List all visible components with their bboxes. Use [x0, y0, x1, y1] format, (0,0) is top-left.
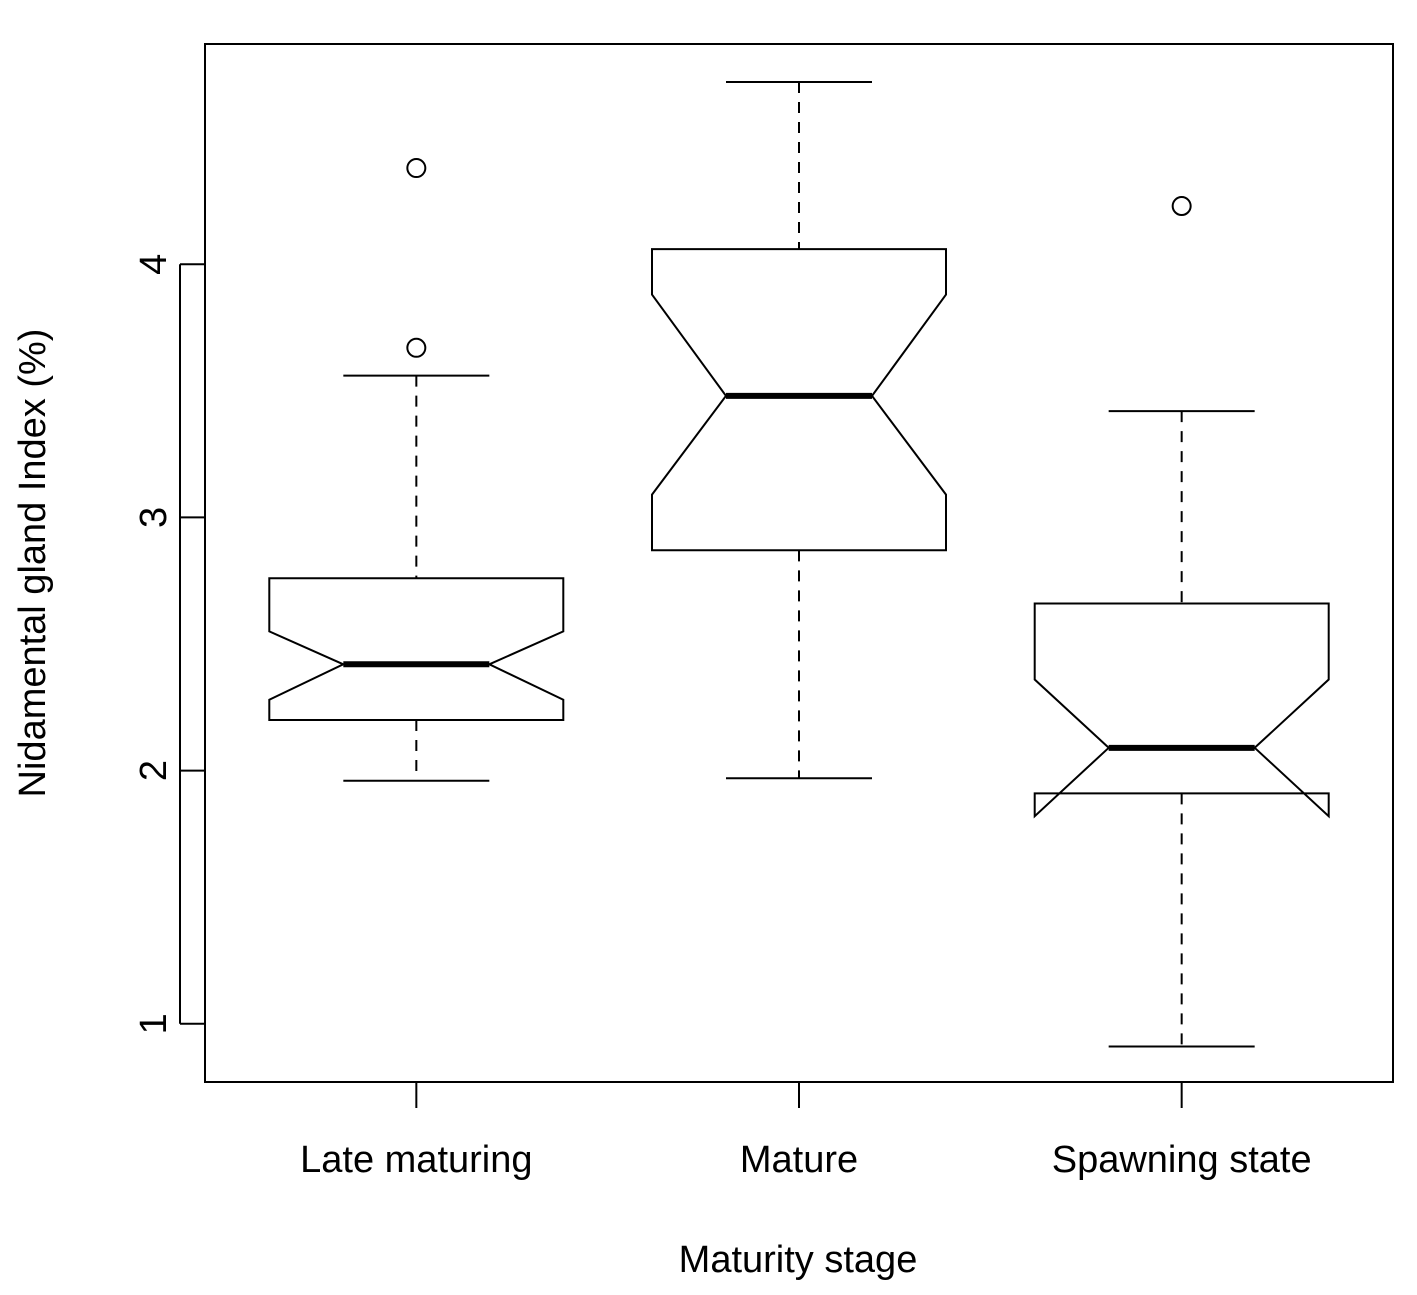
y-tick-label: 2 [133, 760, 175, 781]
boxes [268, 80, 1330, 1048]
box-group [651, 80, 947, 780]
x-tick-label: Late maturing [300, 1139, 532, 1181]
box-body [268, 577, 565, 721]
box-body [1033, 602, 1330, 819]
y-tick-label: 1 [133, 1013, 175, 1034]
y-tick-label: 4 [133, 254, 175, 275]
y-axis: 1 2 3 4 [133, 254, 205, 1034]
outlier-point [1171, 196, 1192, 217]
x-tick-label: Spawning state [1052, 1139, 1312, 1181]
y-axis-title: Nidamental gland Index (%) [12, 329, 54, 798]
x-tick-label: Mature [740, 1139, 858, 1181]
x-axis: Late maturing Mature Spawning state [300, 1082, 1312, 1181]
box-body [651, 248, 947, 552]
x-axis-title: Maturity stage [679, 1239, 918, 1281]
outlier-point [406, 158, 427, 179]
y-tick-label: 3 [133, 507, 175, 528]
outlier-point [406, 337, 427, 358]
box-group [1033, 196, 1330, 1048]
plot-frame [204, 43, 1394, 1083]
box-group [268, 158, 565, 782]
